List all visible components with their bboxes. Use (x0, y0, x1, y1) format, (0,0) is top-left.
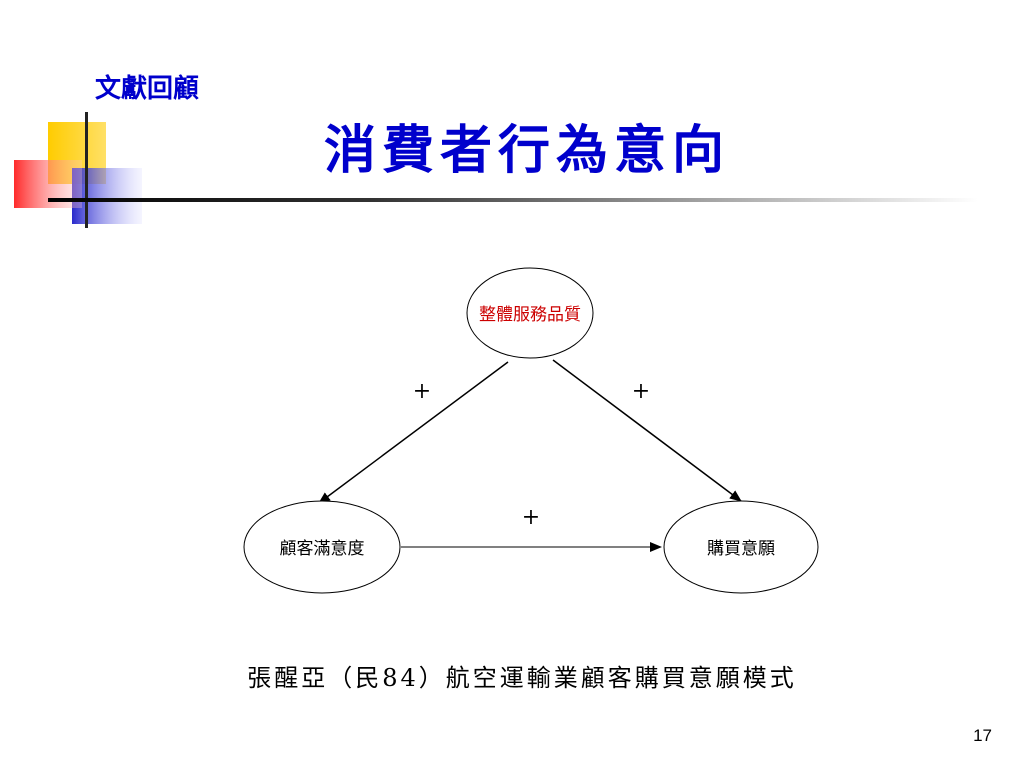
section-label: 文獻回顧 (95, 74, 200, 104)
deco-horizontal-line (48, 198, 978, 202)
node-service-quality-label: 整體服務品質 (479, 305, 581, 325)
diagram-caption: 張醒亞（民84）航空運輸業顧客購買意願模式 (247, 664, 797, 692)
deco-vertical-line (85, 112, 88, 228)
corner-decoration (14, 112, 978, 228)
edge-quality-to-satisfaction (318, 361, 509, 504)
slide-title: 消費者行為意向 (323, 120, 730, 181)
node-satisfaction-label: 顧客滿意度 (280, 539, 365, 559)
node-satisfaction: 顧客滿意度 (243, 500, 401, 594)
page-number: 17 (973, 726, 992, 745)
node-service-quality: 整體服務品質 (466, 267, 594, 359)
node-purchase-intent-label: 購買意願 (707, 539, 775, 559)
edge-quality-to-intent (552, 359, 742, 502)
sign-quality-to-satisfaction: + (413, 379, 431, 404)
deco-blue-square (72, 168, 142, 224)
sign-quality-to-intent: + (632, 379, 650, 404)
node-purchase-intent: 購買意願 (663, 500, 819, 594)
sign-satisfaction-to-intent: + (522, 505, 540, 530)
